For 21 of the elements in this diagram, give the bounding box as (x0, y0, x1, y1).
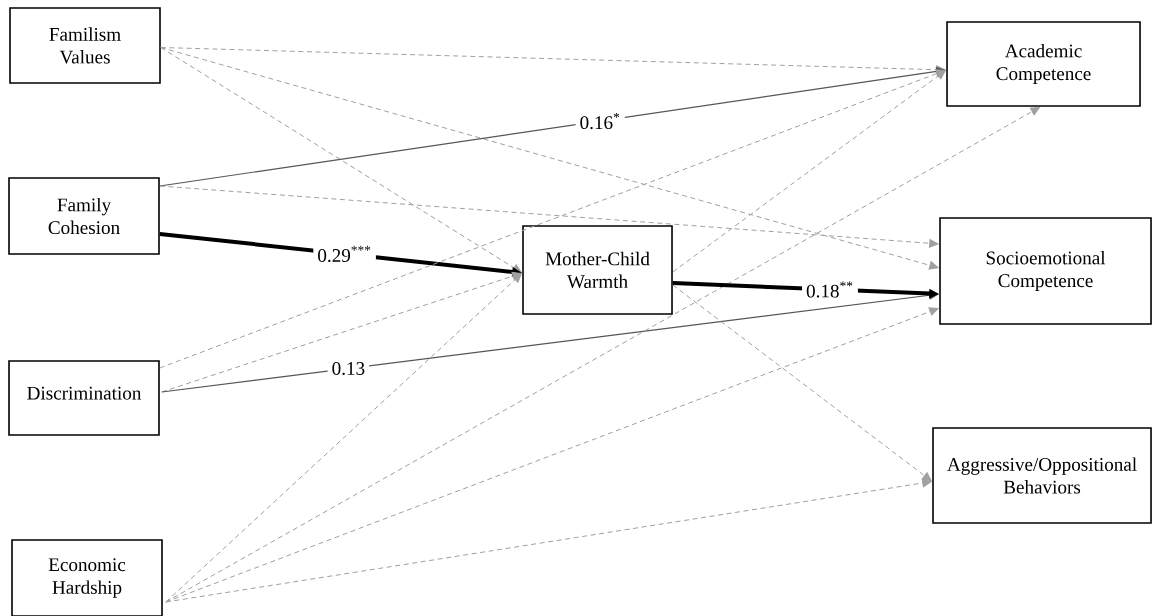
variable-box: Family Cohesion (8, 177, 160, 255)
variable-box: Mother-Child Warmth (522, 225, 673, 315)
variable-box: Discrimination (8, 360, 160, 436)
variable-box: Academic Competence (946, 21, 1141, 107)
edge-label: 0.13 (327, 358, 370, 379)
path-arrow (165, 106, 1040, 603)
edge-label: 0.18$^{**}$ (802, 277, 858, 302)
path-arrow (159, 185, 939, 248)
path-arrow (160, 47, 939, 270)
path-arrow (165, 273, 522, 603)
variable-box: Economic Hardship (11, 539, 163, 616)
path-arrow (160, 47, 522, 273)
path-arrow (159, 69, 946, 369)
path-arrow (672, 284, 932, 482)
variable-box: Socioemotional Competence (939, 217, 1152, 325)
path-arrow (672, 70, 946, 273)
variable-box: Familism Values (9, 7, 161, 84)
variable-box: Aggressive/Oppositional Behaviors (932, 427, 1152, 524)
path-arrow (165, 478, 932, 603)
edge-label: 0.29$^{***}$ (313, 241, 376, 266)
edge-label: 0.16$^{*}$ (575, 108, 625, 134)
